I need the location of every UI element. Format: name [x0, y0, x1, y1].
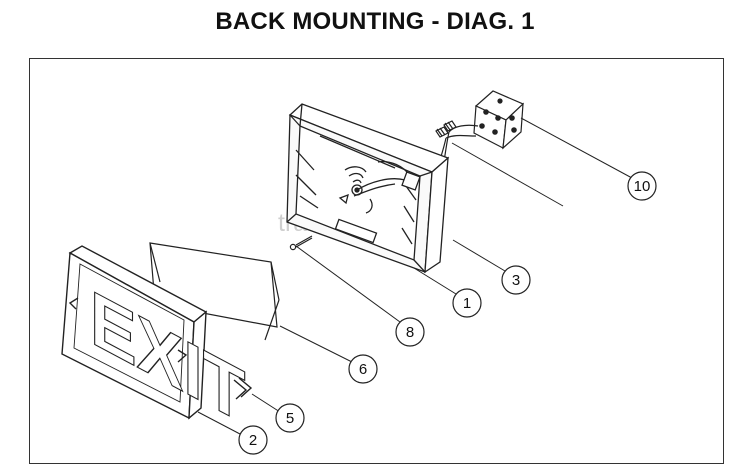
- housing-back-box: [286, 103, 450, 274]
- callout-8: 8: [395, 317, 425, 347]
- callout-2: 2: [238, 425, 268, 455]
- callout-8-label: 8: [406, 324, 414, 341]
- callout-6: 6: [348, 354, 378, 384]
- callout-3-label: 3: [512, 272, 520, 289]
- callout-1-label: 1: [463, 295, 471, 312]
- callout-10: 10: [627, 171, 657, 201]
- callout-5-label: 5: [286, 410, 294, 427]
- callout-3: 3: [501, 265, 531, 295]
- mounting-screw: [289, 235, 313, 251]
- callout-6-label: 6: [359, 361, 367, 378]
- junction-box: [473, 90, 525, 150]
- chevron-clip: [233, 377, 253, 400]
- callout-10-label: 10: [634, 178, 651, 195]
- leader-lines: [197, 117, 633, 435]
- callout-1: 1: [452, 288, 482, 318]
- callout-2-label: 2: [249, 432, 257, 449]
- exit-face-plate: [61, 245, 208, 420]
- diagram-title: BACK MOUNTING - DIAG. 1: [215, 8, 535, 35]
- callout-5: 5: [275, 403, 305, 433]
